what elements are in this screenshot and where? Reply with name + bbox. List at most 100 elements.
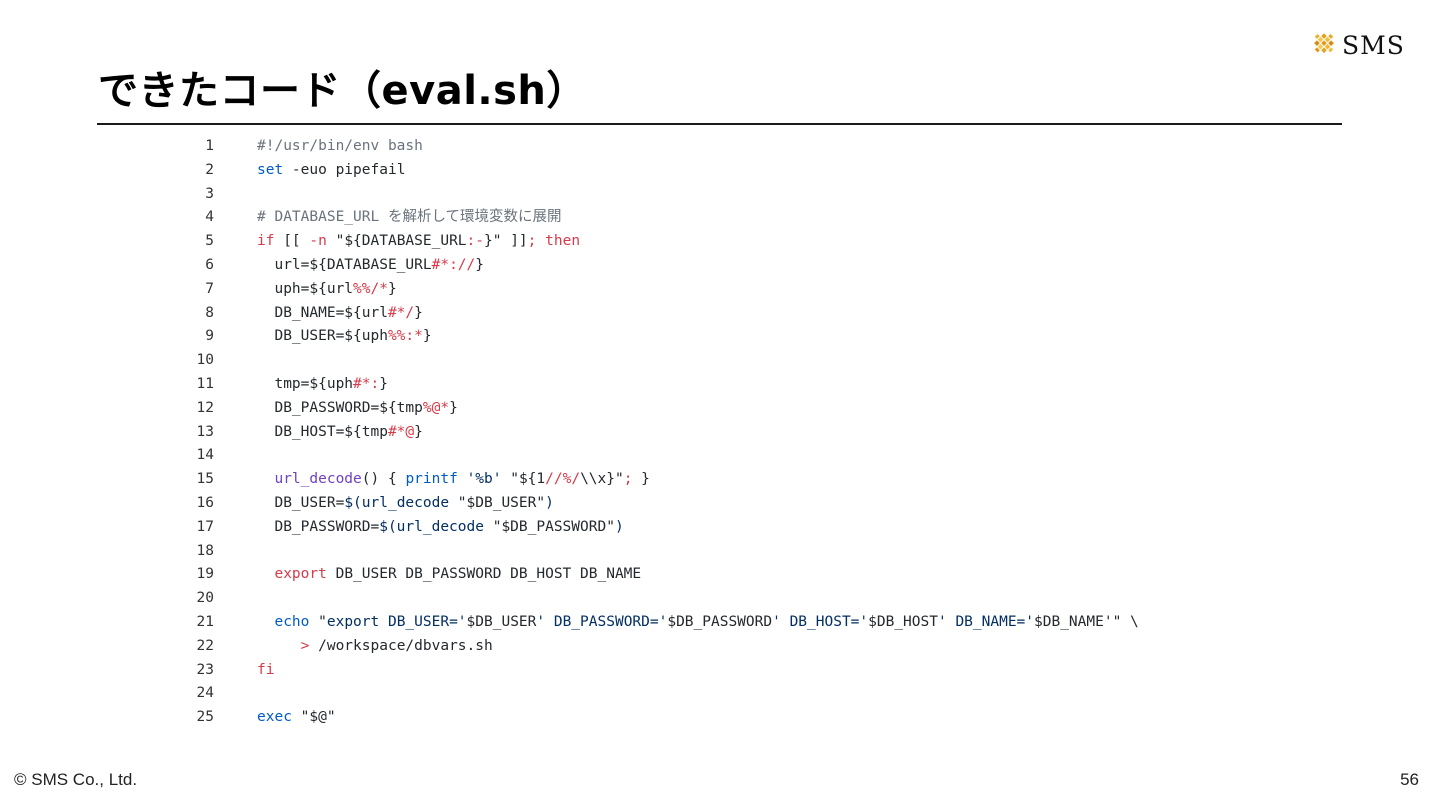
code-token: "$@" [291, 709, 336, 726]
code-text: exec "$@" [257, 706, 336, 730]
code-token: #*:// [431, 256, 476, 273]
code-line: 6 url=${DATABASE_URL#*://} [180, 254, 1230, 278]
code-text: url_decode() { printf '%b' "${1//%/\\x}"… [257, 468, 649, 492]
line-number: 24 [196, 685, 214, 702]
code-token [536, 233, 545, 249]
code-line: 5 if [[ -n "${DATABASE_URL:-}" ]]; then [180, 230, 1230, 254]
code-line: 1 #!/usr/bin/env bash [180, 135, 1230, 159]
code-token: DB_NAME=${url [257, 304, 388, 321]
line-number: 10 [196, 352, 214, 369]
code-text: DB_HOST=${tmp#*@} [257, 421, 422, 445]
line-number: 14 [196, 447, 214, 464]
code-token: url_decode [274, 471, 362, 488]
code-token [257, 614, 274, 630]
code-token: DB_USER=${uph [257, 328, 388, 345]
code-line: 19 export DB_USER DB_PASSWORD DB_HOST DB… [180, 563, 1230, 587]
code-token: } [449, 399, 458, 416]
copyright-text: © SMS Co., Ltd. [14, 770, 138, 789]
code-token: -euo pipefail [283, 161, 406, 178]
logo-text: SMS [1342, 31, 1405, 60]
line-number: 13 [196, 423, 214, 440]
code-line: 4# DATABASE_URL を解析して環境変数に展開 [180, 206, 1230, 230]
code-token: url=${DATABASE_URL [257, 256, 432, 273]
code-token: $(url_decode [344, 494, 450, 511]
code-token [257, 638, 301, 654]
code-token: ; [623, 471, 633, 488]
code-token: } [387, 280, 397, 297]
code-line: 22 > /workspace/dbvars.sh [180, 635, 1230, 659]
code-token: ) [545, 494, 554, 511]
code-text: set -euo pipefail [257, 159, 405, 183]
code-line: 17 DB_PASSWORD=$(url_decode "$DB_PASSWOR… [180, 516, 1230, 540]
code-token: tmp=${uph [257, 375, 354, 392]
line-number: 22 [196, 637, 214, 654]
code-text: DB_USER=${uph%%:*} [257, 325, 432, 349]
code-token: export [274, 566, 327, 583]
code-token: }" ]] [484, 233, 528, 250]
code-token [257, 471, 274, 487]
code-line: 13 DB_HOST=${tmp#*@} [180, 421, 1230, 445]
code-token: DB_USER= [257, 494, 345, 511]
code-text: if [[ -n "${DATABASE_URL:-}" ]]; then [257, 230, 580, 254]
line-number: 5 [205, 233, 214, 250]
code-token: :- [466, 233, 485, 250]
code-line: 15 url_decode() { printf '%b' "${1//%/\\… [180, 468, 1230, 492]
code-text: uph=${url%%/*} [257, 278, 397, 302]
code-token: $DB_USER [466, 613, 537, 630]
code-line: 21 echo "export DB_USER='$DB_USER' DB_PA… [180, 611, 1230, 635]
code-token: # DATABASE_URL を解析して環境変数に展開 [257, 209, 562, 226]
code-line: 7 uph=${url%%/*} [180, 278, 1230, 302]
code-token: -n [309, 233, 327, 250]
code-token: exec [257, 709, 292, 726]
title-divider [97, 123, 1342, 125]
code-token: "${DATABASE_URL [326, 233, 467, 250]
code-token: printf [405, 471, 458, 488]
code-token: ' DB_PASSWORD=' [536, 613, 668, 630]
line-number: 7 [205, 280, 214, 297]
line-number: 19 [196, 566, 214, 583]
line-number: 3 [205, 185, 214, 202]
code-token: #*@ [387, 423, 415, 440]
code-text: #!/usr/bin/env bash [257, 135, 423, 159]
code-text: DB_PASSWORD=${tmp%@*} [257, 397, 458, 421]
code-token: #*/ [387, 304, 415, 321]
slide-title: できたコード（eval.sh） [98, 68, 587, 114]
code-token: } [422, 328, 432, 345]
code-token: DB_PASSWORD=${tmp [257, 399, 423, 416]
company-logo: SMS [1310, 31, 1405, 61]
line-number: 1 [205, 138, 214, 154]
code-text: # DATABASE_URL を解析して環境変数に展開 [257, 206, 562, 230]
code-text: fi [257, 659, 274, 683]
code-line: 18 [180, 540, 1230, 564]
code-text: url=${DATABASE_URL#*://} [257, 254, 484, 278]
code-line: 12 DB_PASSWORD=${tmp%@*} [180, 397, 1230, 421]
code-token: " [309, 613, 327, 630]
line-number: 23 [196, 661, 214, 678]
code-line: 24 [180, 682, 1230, 706]
code-token: %%/* [353, 280, 388, 297]
diamond-mosaic-icon [1314, 33, 1334, 54]
code-text: echo "export DB_USER='$DB_USER' DB_PASSW… [257, 611, 1138, 635]
code-token: [[ [274, 233, 310, 250]
code-token: } [379, 375, 388, 392]
line-number: 25 [196, 709, 214, 726]
code-token: > [300, 637, 310, 654]
code-token: #*: [353, 375, 380, 392]
code-line: 10 [180, 349, 1230, 373]
code-line: 16 DB_USER=$(url_decode "$DB_USER") [180, 492, 1230, 516]
code-token: $DB_PASSWORD [667, 613, 773, 630]
code-token: //%/ [545, 471, 581, 488]
code-token: fi [257, 661, 275, 678]
code-line: 20 [180, 587, 1230, 611]
code-token [257, 566, 274, 582]
code-token: export DB_USER=' [326, 613, 467, 630]
code-token: } [414, 304, 423, 321]
code-line: 3 [180, 183, 1230, 207]
code-line: 23 fi [180, 659, 1230, 683]
code-line: 8 DB_NAME=${url#*/} [180, 302, 1230, 326]
code-text: DB_USER=$(url_decode "$DB_USER") [257, 492, 554, 516]
code-token: DB_PASSWORD= [257, 518, 380, 535]
line-number: 11 [196, 375, 214, 392]
